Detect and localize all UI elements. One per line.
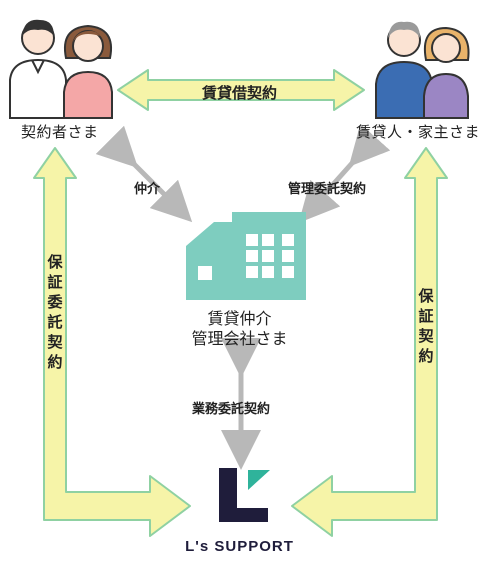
guarantee-contract-label: 保証契約 [418, 287, 434, 365]
brokerage-arrow [95, 125, 193, 223]
lease-contract-label: 賃貸借契約 [201, 84, 277, 102]
management-arrow [298, 123, 391, 223]
owner-label: 賃貸人・家主さま [356, 123, 479, 141]
owner-people-icon [375, 21, 470, 119]
right-guarantee-arrow [291, 147, 448, 537]
ls-support-logo-text: L's SUPPORT [185, 538, 294, 555]
brokerage-label: 仲介 [134, 182, 161, 197]
tenant-label: 契約者さま [21, 123, 99, 141]
agency-name-line2: 管理会社さま [191, 329, 288, 348]
guarantee-consignment-label: 保証委託契約 [47, 253, 63, 371]
lease-arrow [117, 69, 365, 111]
management-contract-label: 管理委託契約 [288, 182, 367, 197]
agency-building-icon [186, 212, 306, 300]
tenant-people-icon [9, 19, 113, 119]
agency-name-line1: 賃貸仲介 [207, 309, 272, 328]
left-guarantee-arrow [33, 147, 191, 537]
ls-support-logo-mark [219, 468, 270, 522]
business-consignment-label: 業務委託契約 [192, 402, 271, 417]
